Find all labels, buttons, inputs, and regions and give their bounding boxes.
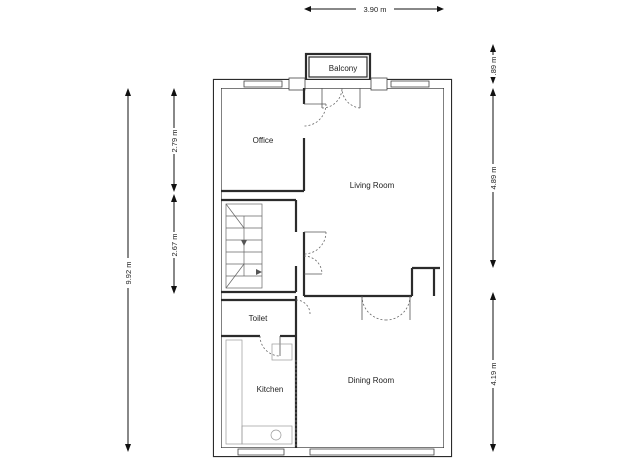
dimension-overall-depth: 9.92 m: [121, 88, 135, 452]
room-label-kitchen: Kitchen: [257, 385, 284, 394]
dimension-overall-width-label: 3.90 m: [364, 5, 387, 14]
dimension-stairs-depth-label: 2.67 m: [170, 234, 179, 257]
room-label-office: Office: [253, 136, 274, 145]
dimension-stairs-depth: 2.67 m: [167, 194, 181, 294]
dimension-office-depth: 2.79 m: [167, 88, 181, 192]
staircase: [225, 203, 263, 289]
room-label-dining-room: Dining Room: [348, 376, 395, 385]
room-label-living-room: Living Room: [350, 181, 395, 190]
dimension-living-depth: 4.89 m: [486, 88, 500, 268]
dimension-dining-depth: 4.19 m: [486, 292, 500, 452]
dimension-overall-width: 3.90 m: [304, 3, 444, 14]
dimension-dining-depth-label: 4.19 m: [489, 363, 498, 386]
windows-top: [243, 77, 430, 91]
dimension-balcony-depth: .89 m: [486, 44, 500, 84]
dimension-overall-depth-label: 9.92 m: [124, 262, 133, 285]
dimension-living-depth-label: 4.89 m: [489, 167, 498, 190]
windows-bottom: [237, 448, 435, 456]
dimension-balcony-depth-label: .89 m: [489, 57, 498, 76]
doors: [259, 87, 411, 357]
room-label-toilet: Toilet: [249, 314, 268, 323]
kitchen-fixtures: [225, 339, 297, 448]
dimension-office-depth-label: 2.79 m: [170, 130, 179, 153]
room-label-balcony: Balcony: [329, 64, 357, 73]
